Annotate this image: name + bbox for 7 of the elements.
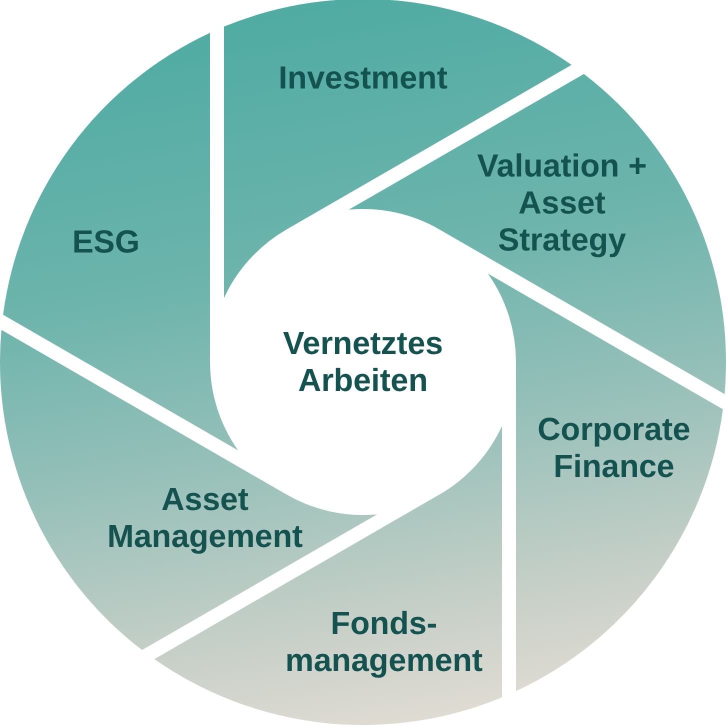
segment-label: Valuation + Asset Strategy [476, 147, 648, 259]
segment-label: ESG [72, 223, 140, 261]
segment-label: Investment [278, 59, 448, 97]
segment-label: Corporate Finance [537, 410, 691, 486]
segment-label: Asset Management [106, 480, 304, 556]
segment-label: Fonds- management [284, 604, 484, 680]
center-label: Vernetztes Arbeiten [282, 324, 444, 400]
